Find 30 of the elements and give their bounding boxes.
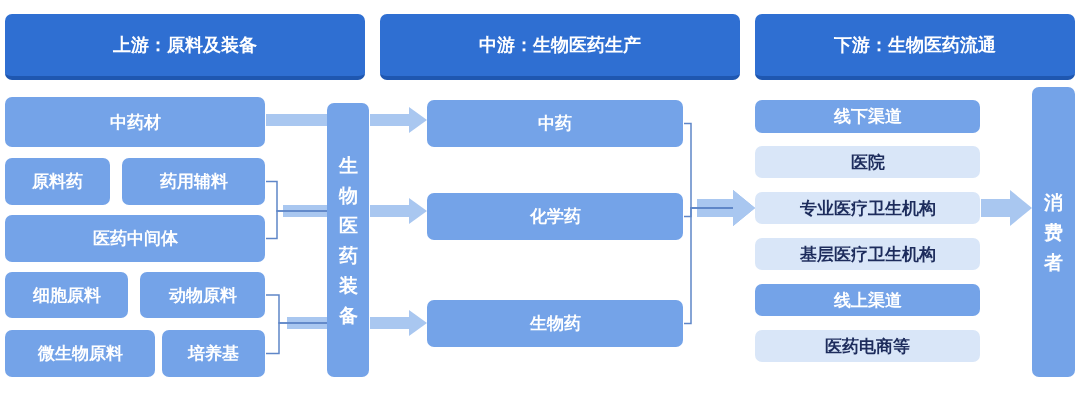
arrow — [370, 107, 427, 133]
connector-line — [266, 114, 327, 126]
product-box: 化学药 — [427, 193, 683, 240]
arrow — [683, 190, 755, 325]
connector-line — [265, 210, 328, 240]
outlet-box: 基层医疗卫生机构 — [755, 238, 980, 270]
material-box: 中药材 — [5, 97, 265, 147]
product-box: 中药 — [427, 100, 683, 147]
material-box: 医药中间体 — [5, 215, 265, 262]
equipment-bar: 生物医药装备 — [327, 103, 369, 377]
product-box: 生物药 — [427, 300, 683, 347]
material-box: 细胞原料 — [5, 272, 128, 318]
material-box: 原料药 — [5, 158, 110, 205]
column-header: 中游：生物医药生产 — [380, 14, 740, 80]
material-box: 培养基 — [162, 330, 265, 377]
channel-box: 线下渠道 — [755, 100, 980, 133]
arrow — [981, 190, 1032, 226]
consumer-bar: 消费者 — [1032, 87, 1075, 377]
connector-line — [265, 322, 328, 355]
arrow — [370, 198, 427, 224]
column-header: 上游：原料及装备 — [5, 14, 365, 80]
outlet-box: 专业医疗卫生机构 — [755, 192, 980, 224]
outlet-box: 医药电商等 — [755, 330, 980, 362]
channel-box: 线上渠道 — [755, 284, 980, 316]
material-box: 微生物原料 — [5, 330, 155, 377]
column-header: 下游：生物医药流通 — [755, 14, 1075, 80]
outlet-box: 医院 — [755, 146, 980, 178]
material-box: 药用辅料 — [122, 158, 265, 205]
material-box: 动物原料 — [140, 272, 265, 318]
arrow — [370, 310, 427, 336]
